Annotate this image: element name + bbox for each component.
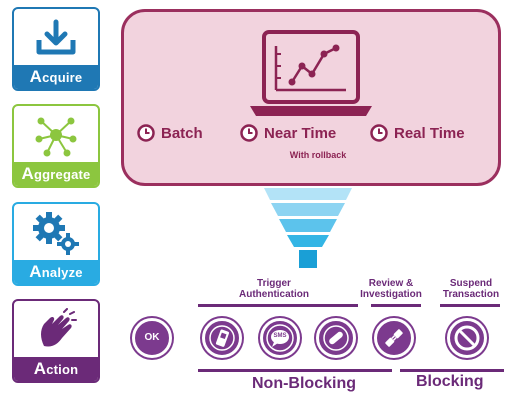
mobile-phone-icon [209, 325, 235, 351]
laptop-chart-icon [250, 30, 372, 116]
token-auth-button[interactable] [316, 318, 356, 358]
ok-button[interactable]: OK [132, 318, 172, 358]
mode-real-time-label: Real Time [394, 124, 465, 142]
stage-action: Action [12, 299, 100, 383]
bottom-bar-non-blocking [198, 369, 392, 372]
top-bar-review [371, 304, 421, 307]
analyze-icon-area [14, 204, 98, 262]
suspend-transaction-label: Suspend Transaction [442, 278, 500, 300]
review-investigation-label: Review & Investigation [360, 278, 422, 300]
pen-token-icon [323, 325, 349, 351]
sms-auth-button[interactable]: SMS [260, 318, 300, 358]
ok-label: OK [144, 332, 160, 343]
network-icon [35, 117, 77, 157]
stage-aggregate: Aggregate [12, 104, 100, 188]
blocking-label: Blocking [416, 373, 484, 390]
funnel-graphic [264, 188, 352, 268]
hand-icon [41, 308, 77, 347]
processing-panel [121, 9, 501, 186]
clock-icon [240, 124, 258, 142]
mobile-auth-button[interactable] [202, 318, 242, 358]
stage-analyze: Analyze [12, 202, 100, 286]
suspend-button[interactable] [447, 318, 487, 358]
sms-label: SMS [273, 333, 287, 339]
stage-acquire: Acquire [12, 7, 100, 91]
download-icon [36, 19, 76, 55]
prohibited-icon [454, 325, 480, 351]
clock-icon [370, 124, 388, 142]
review-button[interactable] [374, 318, 414, 358]
non-blocking-label: Non-Blocking [252, 375, 356, 392]
stage-aggregate-label: Aggregate [14, 162, 98, 186]
top-bar-trigger [198, 304, 358, 307]
mode-batch: Batch [137, 118, 203, 148]
aggregate-icon-area [14, 106, 98, 164]
sms-icon [266, 324, 294, 352]
bottom-bar-blocking [400, 369, 504, 372]
action-icon-area [14, 301, 98, 359]
mode-real-time: Real Time [370, 118, 465, 148]
stage-action-label: Action [14, 357, 98, 381]
stage-acquire-label: Acquire [14, 65, 98, 89]
mode-batch-label: Batch [161, 124, 203, 142]
mode-near-time-label: Near Time [264, 124, 337, 142]
plug-icon [385, 329, 403, 347]
trigger-authentication-label: Trigger Authentication [239, 278, 309, 300]
clock-icon [137, 124, 155, 142]
acquire-icon-area [14, 9, 98, 67]
stage-analyze-label: Analyze [14, 260, 98, 284]
gears-icon [33, 212, 79, 255]
near-time-note: With rollback [289, 150, 347, 160]
top-bar-suspend [440, 304, 500, 307]
mode-near-time: Near Time [240, 118, 336, 148]
